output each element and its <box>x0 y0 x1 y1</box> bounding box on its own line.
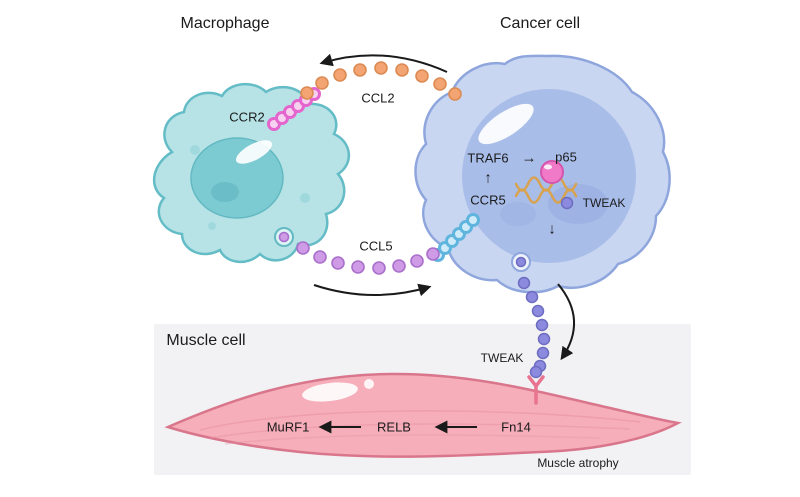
cancer-nucleus-highlight <box>478 103 534 145</box>
ccl5-label: CCL5 <box>359 238 393 254</box>
tweak-secretion-arrow-icon: ↓ <box>548 220 556 238</box>
ccl2-chemokine-dots <box>300 61 462 101</box>
p65-label: p65 <box>555 149 577 165</box>
tweak-cytokine-dots <box>515 196 574 379</box>
muscle-highlight <box>302 382 358 402</box>
p65-protein <box>540 160 564 184</box>
ccl5-chemokine-dots <box>278 231 440 275</box>
ccr5-to-traf6-arrow-icon: ↑ <box>484 169 492 187</box>
fn14-label: Fn14 <box>501 419 531 435</box>
tweak-outer-label: TWEAK <box>480 351 524 365</box>
ccr2-label: CCR2 <box>229 109 265 125</box>
cancer-cell-title: Cancer cell <box>499 15 581 32</box>
muscle-atrophy-label: Muscle atrophy <box>537 456 619 470</box>
relb-label: RELB <box>377 419 411 435</box>
muscle-cell-shape <box>164 372 682 458</box>
traf6-label: TRAF6 <box>467 150 509 166</box>
tweak-inner-label: TWEAK <box>582 196 626 210</box>
tweak-flow-arrow <box>557 283 575 361</box>
macrophage-nucleus-highlight <box>235 140 273 164</box>
traf6-to-p65-arrow-icon: → <box>521 149 537 167</box>
ccr5-receptor <box>431 213 480 262</box>
dna-strand <box>514 176 578 204</box>
ccl2-flow-arrow <box>319 53 448 73</box>
fn14-receptor <box>527 375 545 405</box>
ccl5-flow-arrow <box>313 283 432 297</box>
macrophage-title: Macrophage <box>180 15 270 32</box>
murf1-label: MuRF1 <box>266 419 310 435</box>
ccr5-label: CCR5 <box>470 192 506 208</box>
muscle-cell-title: Muscle cell <box>166 332 246 349</box>
ccl2-label: CCL2 <box>361 90 395 106</box>
macrophage-cell-shape <box>152 83 350 263</box>
